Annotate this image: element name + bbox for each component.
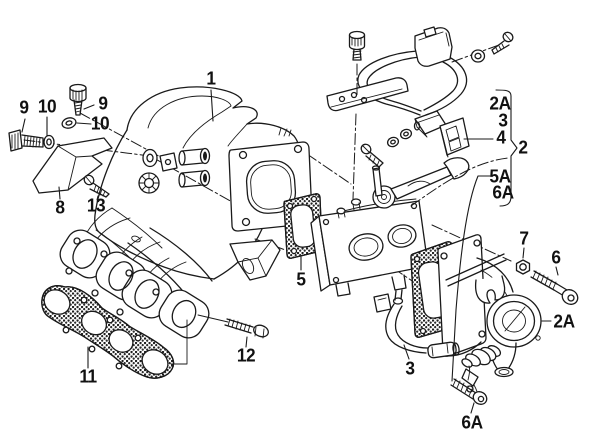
manifold-gasket (41, 285, 175, 379)
sensor-cable (373, 293, 460, 359)
boot-washer (470, 49, 486, 63)
connector-boot (414, 26, 453, 67)
callout-10-upper-left[interactable]: 10 (37, 96, 57, 117)
bracket-bolt-horizontal (8, 129, 44, 152)
bracket-screw-13 (83, 174, 110, 198)
unit-screw (360, 143, 384, 168)
injection-unit (310, 157, 470, 305)
callout-4[interactable]: 4 (496, 127, 506, 148)
callout-12[interactable]: 12 (236, 345, 256, 366)
washer-10-left (43, 134, 55, 150)
callout-5[interactable]: 5 (296, 269, 306, 290)
boot-screw (491, 31, 514, 55)
wiring-harness (357, 50, 468, 116)
callout-6A-list[interactable]: 6A (492, 182, 514, 203)
bolt-axis-line (352, 63, 358, 200)
washer-10-right (61, 117, 77, 129)
callout-6A-screw[interactable]: 6A (461, 412, 483, 433)
callout-11[interactable]: 11 (79, 366, 97, 387)
callout-9-upper-left[interactable]: 9 (19, 97, 29, 118)
hex-nut-7 (515, 259, 531, 275)
callout-6[interactable]: 6 (551, 247, 561, 268)
flange-gasket-5 (283, 193, 323, 259)
hex-bolt-6 (530, 270, 579, 305)
harness-connector-4 (439, 117, 470, 158)
leader-lines (21, 89, 559, 414)
hidden-edge-line (170, 314, 229, 365)
callout-2A-list[interactable]: 2A (489, 93, 511, 114)
support-brace (229, 239, 281, 281)
callout-1[interactable]: 1 (206, 68, 216, 89)
brace-bolt-12 (224, 318, 269, 339)
group-bracket-2 (495, 89, 518, 207)
manifold-fittings (138, 147, 211, 194)
runner-port-flanges (59, 229, 210, 339)
callout-3-list[interactable]: 3 (498, 110, 508, 131)
callout-13[interactable]: 13 (86, 195, 106, 216)
callout-2[interactable]: 2 (518, 137, 528, 158)
callout-5A-list[interactable]: 5A (489, 166, 511, 187)
throttle-body (437, 234, 542, 403)
callout-3-sensor[interactable]: 3 (405, 358, 415, 379)
unit-washers (386, 128, 413, 148)
support-bracket (32, 137, 113, 194)
throttle-screw-6A (450, 378, 488, 405)
callout-7[interactable]: 7 (519, 228, 529, 249)
callout-9-upper[interactable]: 9 (98, 93, 108, 114)
bracket-plate-bolt (348, 30, 366, 61)
callout-8[interactable]: 8 (55, 197, 65, 218)
callout-10-upper[interactable]: 10 (90, 113, 110, 134)
bracket-bolt-vertical (69, 83, 87, 116)
throttle-positioner (461, 345, 502, 403)
callout-2A-throttle[interactable]: 2A (553, 311, 575, 332)
harness-bracket-plate (326, 77, 409, 112)
